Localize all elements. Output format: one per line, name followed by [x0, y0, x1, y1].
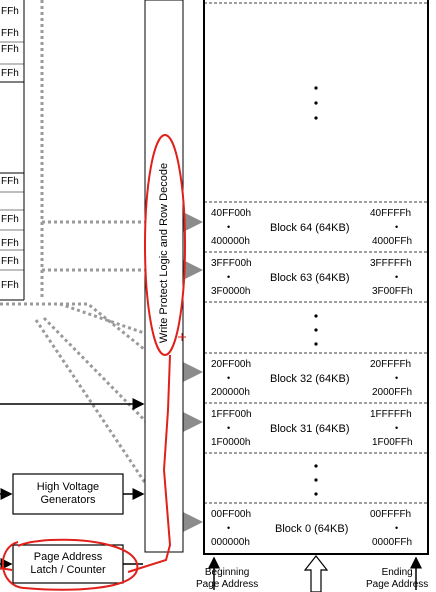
bullet: •: [227, 272, 231, 282]
block-bottom-right-address: 4000FFh: [372, 236, 413, 247]
bullet: •: [395, 523, 399, 533]
bullet: •: [395, 272, 399, 282]
left-label: FFh: [1, 44, 19, 55]
beginning-line2: Page Address: [196, 579, 259, 590]
block-name: Block 32 (64KB): [270, 373, 350, 385]
block-bottom-right-address: 1F00FFh: [372, 437, 413, 448]
bullet: •: [227, 373, 231, 383]
block-bottom-left-address: 1F0000h: [211, 437, 251, 448]
left-label: FFh: [1, 256, 19, 267]
high-voltage-line2: Generators: [40, 494, 96, 506]
bullet: •: [395, 222, 399, 232]
left-label: FFh: [1, 176, 19, 187]
block-bottom-right-address: 2000FFh: [372, 387, 413, 398]
block-bottom-left-address: 000000h: [211, 537, 250, 548]
block-bottom-left-address: 3F0000h: [211, 286, 251, 297]
page-address-latch-box: [12, 544, 124, 584]
data-bus-hollow-arrow: [303, 555, 329, 592]
ending-line1: Ending: [381, 567, 413, 578]
page-address-line1: Page Address: [33, 551, 103, 563]
bullet: •: [395, 423, 399, 433]
beginning-page-address-label: Beginning Page Address: [196, 567, 258, 591]
beginning-line1: Beginning: [204, 567, 250, 578]
block-top-right-address: 20FFFFh: [370, 359, 412, 370]
left-label: FFh: [1, 214, 19, 225]
block-top-right-address: 1FFFFFh: [370, 409, 412, 420]
block-bottom-left-address: 200000h: [211, 387, 250, 398]
write-protect-label: Write Protect Logic and Row Decode: [158, 162, 170, 344]
left-label: FFh: [1, 68, 19, 79]
left-label: FFh: [1, 280, 19, 291]
bullet: •: [227, 523, 231, 533]
high-voltage-line1: High Voltage: [36, 481, 100, 493]
block-top-right-address: 3FFFFFh: [370, 258, 412, 269]
high-voltage-label: High Voltage Generators: [13, 481, 123, 507]
block-top-left-address: 3FFF00h: [211, 258, 252, 269]
block-name: Block 64 (64KB): [270, 222, 350, 234]
page-address-label: Page Address Latch / Counter: [13, 551, 123, 577]
bullet: •: [395, 373, 399, 383]
block-name: Block 0 (64KB): [275, 523, 349, 535]
left-partial-box: [0, 0, 25, 301]
block-name: Block 31 (64KB): [270, 423, 350, 435]
red-annotation: [0, 134, 186, 591]
left-label: FFh: [1, 6, 19, 17]
left-label: FFh: [1, 28, 19, 39]
block-top-left-address: 20FF00h: [211, 359, 252, 370]
block-top-left-address: 40FF00h: [211, 208, 252, 219]
ending-page-address-label: Ending Page Address: [366, 567, 428, 591]
block-bottom-right-address: 0000FFh: [372, 537, 413, 548]
high-voltage-box: [12, 473, 124, 515]
block-top-left-address: 1FFF00h: [211, 409, 252, 420]
memory-array: [203, 0, 429, 555]
bullet: •: [227, 423, 231, 433]
bullet: •: [227, 222, 231, 232]
block-name: Block 63 (64KB): [270, 272, 350, 284]
block-bottom-left-address: 400000h: [211, 236, 250, 247]
block-top-left-address: 00FF00h: [211, 509, 252, 520]
ending-line2: Page Address: [366, 579, 429, 590]
page-address-line2: Latch / Counter: [30, 564, 106, 576]
block-top-right-address: 00FFFFh: [370, 509, 412, 520]
block-top-right-address: 40FFFFh: [370, 208, 412, 219]
left-label: FFh: [1, 238, 19, 249]
block-bottom-right-address: 3F00FFh: [372, 286, 413, 297]
